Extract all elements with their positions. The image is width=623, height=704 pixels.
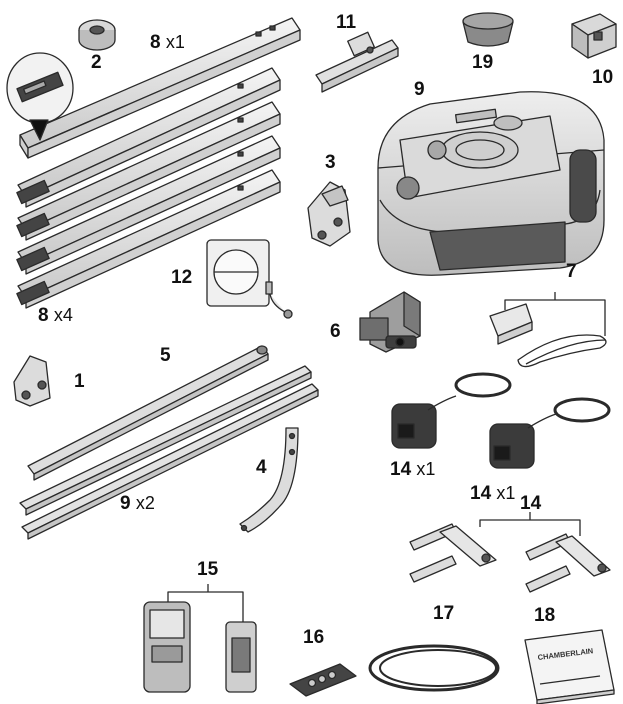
label-part-19: 19 <box>472 52 494 73</box>
cap-part-19 <box>462 12 514 47</box>
label-part-14-a: 14 x1 <box>390 459 436 480</box>
label-part-17: 17 <box>433 603 455 624</box>
motor-unit-part-10 <box>377 91 605 276</box>
label-part-3: 3 <box>325 152 336 173</box>
label-part-1: 1 <box>74 371 85 392</box>
label-part-2: 2 <box>91 52 102 73</box>
bracket-part-3 <box>307 181 351 247</box>
sensor-brackets-part-14 <box>409 512 611 593</box>
label-part-14-b: 14 x1 <box>470 483 516 504</box>
label-part-12: 11 <box>336 12 357 33</box>
curved-arm-part-4 <box>239 427 299 533</box>
label-part-14-c: 14 <box>520 493 542 514</box>
plate-part-13 <box>206 239 293 319</box>
label-part-11: 10 <box>592 67 614 88</box>
rail-sections-part-8-x4 <box>16 67 281 309</box>
connector-part-6 <box>359 291 421 353</box>
label-part-15: 15 <box>197 559 219 580</box>
label-part-9-x2: 9 x2 <box>120 493 155 514</box>
label-part-16: 16 <box>303 627 325 648</box>
trolley-part-12 <box>315 31 399 93</box>
safety-sensor-part-14-b <box>489 397 611 469</box>
label-part-7: 7 <box>566 261 577 282</box>
wall-controls-part-15 <box>143 584 257 693</box>
label-part-8-x4: 8 x4 <box>38 305 73 326</box>
label-part-18: 18 <box>534 605 556 626</box>
rail-section-top-part-8 <box>19 17 301 159</box>
label-part-5: 5 <box>160 345 171 366</box>
coiled-wire-part-17 <box>368 644 500 692</box>
label-part-8-x1: 8 x1 <box>150 32 185 53</box>
rail-inset-magnifier <box>6 52 74 141</box>
angle-iron-part-9-x2 <box>19 365 319 540</box>
remote-part-16 <box>289 663 357 697</box>
bracket-part-1 <box>13 355 51 407</box>
manual-part-18 <box>524 629 615 704</box>
socket-part-11 <box>571 13 617 59</box>
safety-sensor-part-14-a <box>391 372 512 449</box>
straight-bar-part-5 <box>27 345 269 481</box>
door-control-part-7 <box>489 292 607 368</box>
label-part-4: 4 <box>256 457 267 478</box>
label-part-10: 9 <box>414 79 425 100</box>
label-part-13: 12 <box>171 267 193 288</box>
label-part-6: 6 <box>330 321 341 342</box>
pulley-part-2 <box>78 19 116 51</box>
